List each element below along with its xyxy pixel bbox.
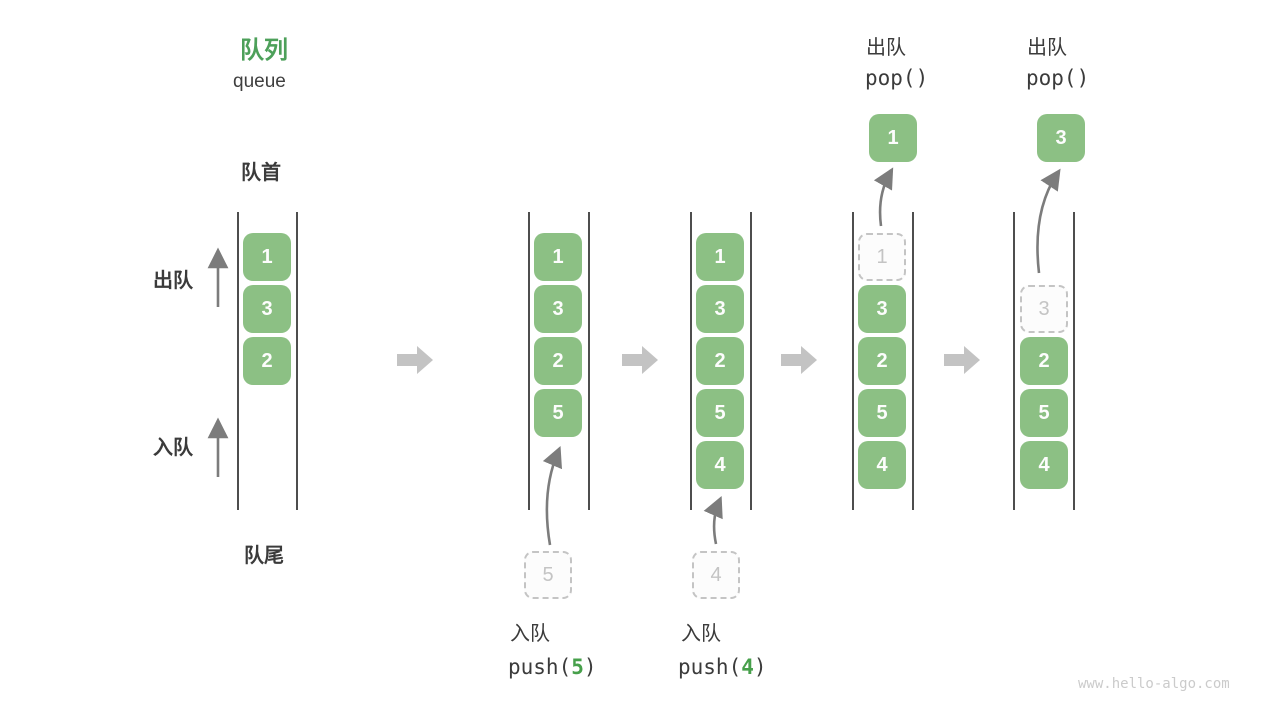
column4-left-rail xyxy=(852,212,854,510)
popped-item: 3 xyxy=(1037,114,1085,162)
step-arrow-icon xyxy=(781,346,817,374)
queue-item: 2 xyxy=(534,337,582,385)
column5-right-rail xyxy=(1073,212,1075,510)
queue-item: 3 xyxy=(696,285,744,333)
popped-item: 1 xyxy=(869,114,917,162)
enqueue-op-label: 入队 xyxy=(681,623,721,645)
column1-right-rail xyxy=(296,212,298,510)
queue-item: 5 xyxy=(1020,389,1068,437)
column2-left-rail xyxy=(528,212,530,510)
queue-front-label: 队首 xyxy=(241,162,281,184)
queue-item: 3 xyxy=(858,285,906,333)
queue-item: 1 xyxy=(696,233,744,281)
dequeue-op-label: 出队 xyxy=(1027,37,1067,59)
column2-right-rail xyxy=(588,212,590,510)
diagram-title-en: queue xyxy=(233,71,286,92)
ghost-slot: 3 xyxy=(1020,285,1068,333)
queue-item: 5 xyxy=(534,389,582,437)
ghost-slot: 1 xyxy=(858,233,906,281)
pop1-arrow-icon xyxy=(873,167,894,227)
queue-rear-label: 队尾 xyxy=(244,545,284,567)
queue-item: 4 xyxy=(696,441,744,489)
queue-item: 2 xyxy=(696,337,744,385)
queue-item: 1 xyxy=(243,233,291,281)
queue-item: 2 xyxy=(858,337,906,385)
push4-arrow-icon xyxy=(703,496,723,545)
queue-item: 3 xyxy=(243,285,291,333)
code-arg: 5 xyxy=(571,655,584,679)
column4-right-rail xyxy=(912,212,914,510)
column3-left-rail xyxy=(690,212,692,510)
dequeue-op-code: pop() xyxy=(1026,66,1090,90)
dequeue-side-label: 出队 xyxy=(153,270,193,292)
code-text: ) xyxy=(753,655,767,679)
dequeue-op-label: 出队 xyxy=(866,37,906,59)
pop3-arrow-icon xyxy=(1036,168,1061,274)
queue-item: 5 xyxy=(696,389,744,437)
staged-item: 4 xyxy=(692,551,740,599)
diagram-title-zh: 队列 xyxy=(240,37,288,64)
column5-left-rail xyxy=(1013,212,1015,510)
step-arrow-icon xyxy=(397,346,433,374)
enqueue-side-label: 入队 xyxy=(153,437,193,459)
queue-item: 1 xyxy=(534,233,582,281)
code-text: push( xyxy=(678,655,742,679)
queue-item: 4 xyxy=(858,441,906,489)
enqueue-op-code: push(4) xyxy=(678,655,767,679)
push5-arrow-icon xyxy=(542,446,562,546)
site-watermark: www.hello-algo.com xyxy=(1078,676,1230,692)
queue-item: 5 xyxy=(858,389,906,437)
code-arg: 4 xyxy=(741,655,754,679)
enqueue-op-code: push(5) xyxy=(508,655,597,679)
step-arrow-icon xyxy=(944,346,980,374)
code-text: ) xyxy=(583,655,597,679)
queue-item: 3 xyxy=(534,285,582,333)
queue-item: 2 xyxy=(243,337,291,385)
column3-right-rail xyxy=(750,212,752,510)
code-text: push( xyxy=(508,655,572,679)
enqueue-op-label: 入队 xyxy=(510,623,550,645)
staged-item: 5 xyxy=(524,551,572,599)
column1-left-rail xyxy=(237,212,239,510)
queue-item: 2 xyxy=(1020,337,1068,385)
step-arrow-icon xyxy=(622,346,658,374)
queue-item: 4 xyxy=(1020,441,1068,489)
dequeue-op-code: pop() xyxy=(865,66,929,90)
